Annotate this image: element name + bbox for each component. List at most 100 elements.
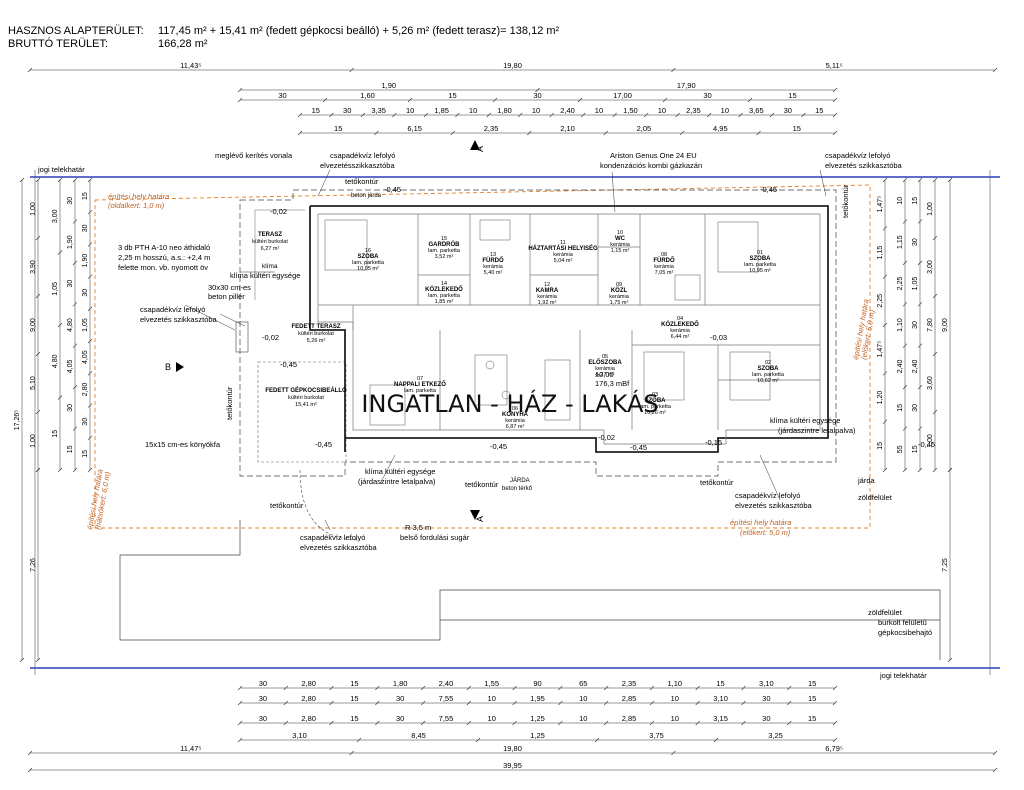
- room-area: 5,40 m²: [484, 270, 503, 276]
- bottom-dimension-label: 30: [762, 694, 770, 703]
- right-col1-dimension-label: 7,80: [927, 318, 934, 332]
- room-name: KAMRA: [536, 288, 559, 294]
- top-dimension-label: 5,11⁵: [826, 61, 843, 70]
- right-col2-dimension-label: 1,47⁵: [877, 341, 884, 358]
- green-area-label: zöldfelület: [858, 493, 893, 502]
- left-col1-dimension-label: 5,10: [30, 376, 37, 390]
- top-dimension-label: 10: [595, 106, 603, 115]
- room-number: 16: [365, 248, 371, 254]
- outdoor-name: TERASZ: [258, 232, 282, 238]
- right-col1-dimension-label: 1,00: [927, 434, 934, 448]
- bottom-dimension-label: 10: [671, 714, 679, 723]
- front-limit-label-1: építési hely határa: [730, 518, 791, 527]
- top-dimension-label: 2,10: [560, 124, 575, 133]
- room-number: 13: [490, 252, 496, 258]
- top-dimension-label: 15: [793, 124, 801, 133]
- room-number: 01: [757, 250, 763, 256]
- room-number: 09: [616, 282, 622, 288]
- top-dimension-label: 2,40: [560, 106, 575, 115]
- right-col4-dimension-label: 30: [912, 404, 919, 412]
- rainwater-drain-label-4: elvezetés szikkasztóba: [735, 501, 813, 510]
- room-floor: kerámia: [609, 294, 630, 300]
- room-area: 1,85 m²: [435, 299, 454, 305]
- inner-walls: [317, 213, 821, 445]
- lintel-label-2: 2,25 m hosszú, a.s.: +2,4 m: [118, 253, 210, 262]
- room-name: NAPPALI ETKEZŐ: [394, 381, 446, 388]
- roof-contour-label-1: tetőkontúr: [270, 501, 304, 510]
- ac-outdoor-unit-label: klíma kültéri egysége: [230, 271, 300, 280]
- bottom-dimension-label: 2,85: [622, 694, 637, 703]
- rainwater-label-3: csapadékvíz lefolyó: [140, 305, 205, 314]
- bottom-dimension-label: 10: [579, 714, 587, 723]
- boiler-label-2: kondenzációs kombi gázkazán: [600, 161, 702, 170]
- left-col3-dimension-label: 1,90: [67, 235, 74, 249]
- right-col4-dimension-label: 1,05: [912, 277, 919, 291]
- left-col4-dimension-label: 1,90: [82, 254, 89, 268]
- level-entry-bottom: -0,45: [630, 443, 647, 452]
- concrete-walkway-label: beton járda: [351, 193, 382, 199]
- left-col4-dimension-label: 2,80: [82, 383, 89, 397]
- bottom-dimension-label: 3,10: [713, 694, 728, 703]
- paved-driveway-label-1: burkolt felületű: [878, 618, 927, 627]
- right-col4-dimension-label: 15: [912, 197, 919, 205]
- property-line-label-bottom: jogi telekhatár: [879, 671, 927, 680]
- room-area: 10,05 m²: [357, 266, 379, 272]
- roof-contour-label-top: tetőkontúr: [345, 177, 379, 186]
- bottom-dimension-label: 30: [762, 714, 770, 723]
- top-dimension-label: 1,60: [360, 91, 375, 100]
- room-name: SZOBA: [750, 256, 772, 262]
- useful-area-value: 117,45 m² + 15,41 m² (fedett gépkocsi be…: [158, 25, 560, 37]
- rainwater-label-2: csapadékvíz lefolyó: [825, 151, 890, 160]
- room-area: 1,75 m²: [610, 300, 629, 306]
- bottom-dimension-label: 8,45: [411, 731, 426, 740]
- left-col2-dimension-label: 4,80: [52, 354, 59, 368]
- room-area: 3,52 m²: [435, 254, 454, 260]
- level-carport: -0,45: [280, 360, 297, 369]
- room-name: KÖZLEKEDŐ: [661, 321, 699, 328]
- room-area: 6,87 m²: [506, 424, 525, 430]
- room-floor: kerámia: [483, 264, 504, 270]
- left-bottom-dimension-label: 7,26: [30, 558, 37, 572]
- section-a-label-bottom: A: [475, 516, 485, 522]
- room-number: 14: [441, 281, 447, 287]
- room-name: ELŐSZOBA: [588, 359, 622, 366]
- bottom-dimension-label: 15: [808, 714, 816, 723]
- right-col1-dimension-label: 3,60: [927, 376, 934, 390]
- room-name: FÜRDŐ: [482, 257, 504, 264]
- outdoor-floor: kültéri burkolat: [298, 331, 334, 337]
- left-col1-dimension-label: 9,00: [30, 318, 37, 332]
- roof-contour: [239, 189, 837, 477]
- room-floor: kerámia: [537, 294, 558, 300]
- rainwater-drain-label-1: elvezetésszikkasztóba: [320, 161, 395, 170]
- bottom-dimension-label: 1,80: [393, 679, 408, 688]
- top-dimension-label: 15: [448, 91, 456, 100]
- level-carport-bottom: -0,45: [315, 440, 332, 449]
- bottom-dimension-label: 15: [716, 679, 724, 688]
- room-floor: kerámia: [505, 418, 526, 424]
- left-col3-dimension-label: 30: [67, 280, 74, 288]
- right-col4-dimension-label: 30: [912, 238, 919, 246]
- bottom-dimension-label: 39,95: [503, 761, 522, 770]
- ac-label: klíma: [262, 263, 278, 270]
- roof-contour-label-3: tetőkontúr: [700, 478, 734, 487]
- bottom-dimension-label: 1,25: [530, 731, 545, 740]
- level-top-left: -0,45: [384, 185, 401, 194]
- front-limit-label-2: (előkert: 5,0 m): [740, 528, 791, 537]
- bottom-dimension-label: 30: [259, 714, 267, 723]
- bottom-dimension-label: 3,10: [759, 679, 774, 688]
- bottom-dimension-label: 2,80: [301, 714, 316, 723]
- right-col2-dimension-label: 1,47⁵: [877, 196, 884, 213]
- driveway-outline: [119, 520, 941, 660]
- level-covered-terrace: -0,02: [262, 333, 279, 342]
- room-number: 08: [661, 252, 667, 258]
- rainwater-drain-label-2: elvezetés szikkasztóba: [825, 161, 903, 170]
- right-col2-dimension-label: 2,25: [877, 294, 884, 308]
- left-col3-dimension-label: 15: [67, 445, 74, 453]
- walkway-label-2: JÁRDA: [510, 477, 530, 484]
- bottom-dimension-label: 1,25: [530, 714, 545, 723]
- bottom-dimension-label: 30: [396, 694, 404, 703]
- room-area: 6,44 m²: [671, 334, 690, 340]
- top-dimension-label: 30: [703, 91, 711, 100]
